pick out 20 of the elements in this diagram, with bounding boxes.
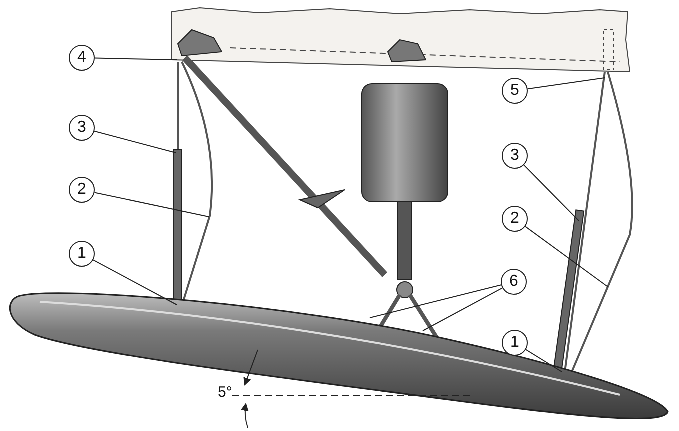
callout-number: 2 [502,206,528,232]
callout-number: 3 [502,143,528,169]
leader-line [422,288,504,332]
angle-label: 5° [218,384,232,401]
leader-line [524,164,580,222]
callout-number: 5 [502,78,528,104]
callout-number: 1 [69,241,95,267]
leader-line [370,284,502,318]
callout-number: 1 [502,330,528,356]
leader-line [94,130,176,154]
leader-line [527,78,606,90]
leader-line [525,226,608,288]
callout-number: 3 [69,115,95,141]
leader-line [526,349,562,372]
leader-line [94,192,210,218]
leader-line [94,58,178,60]
callout-number: 2 [69,177,95,203]
callout-number: 6 [501,269,527,295]
leader-line [92,260,178,306]
callout-number: 4 [69,45,95,71]
